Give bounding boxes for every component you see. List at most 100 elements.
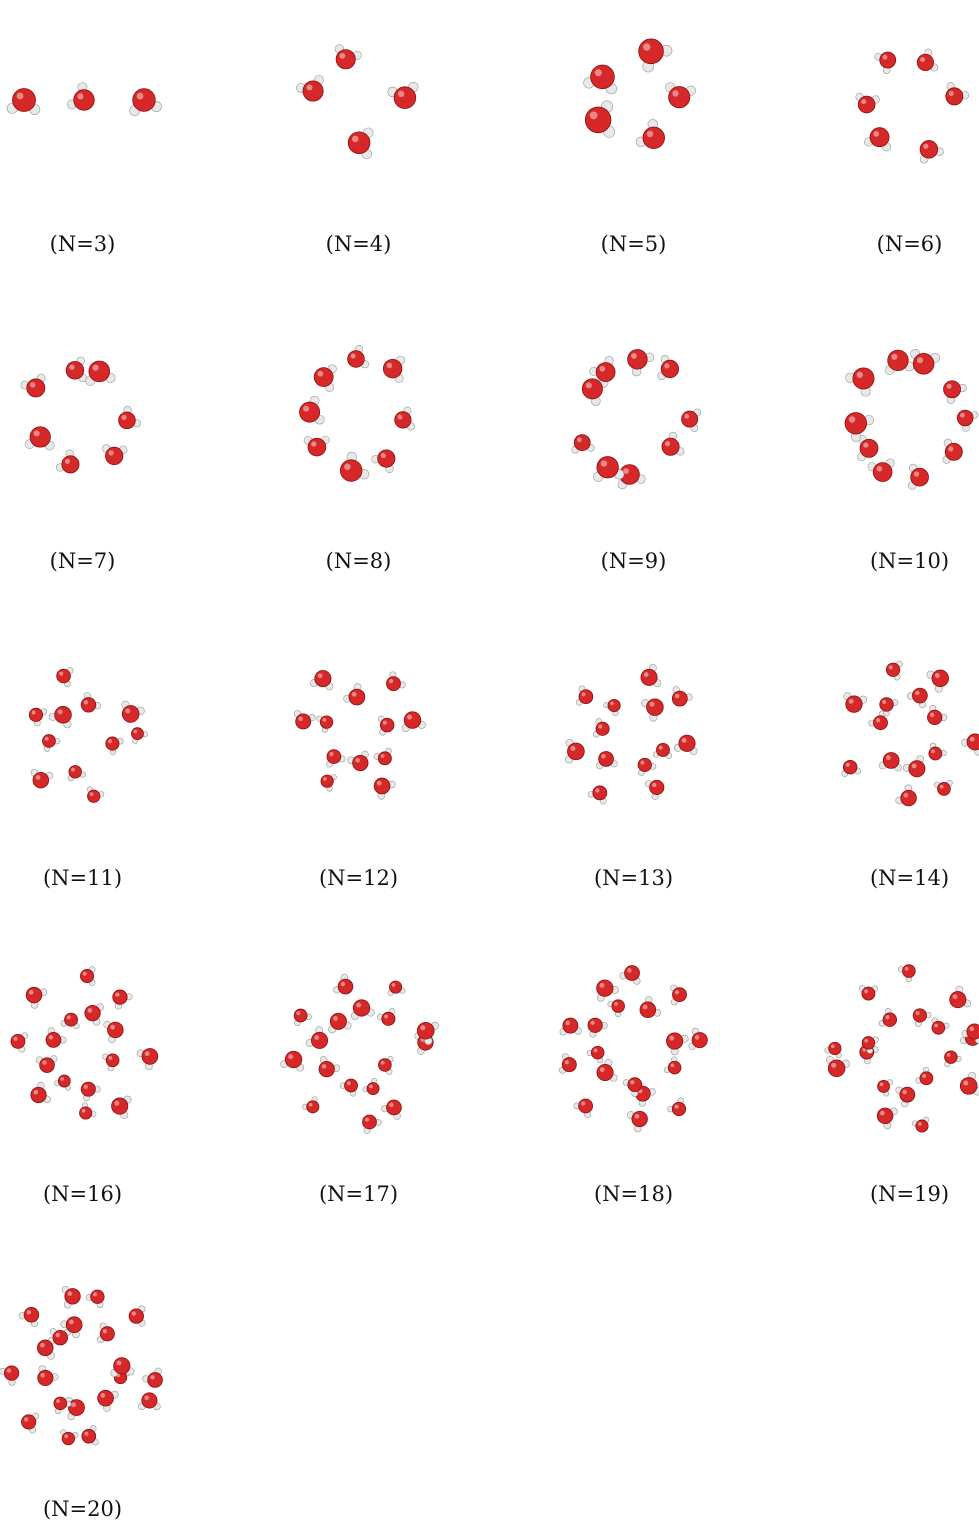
oxygen-highlight — [646, 130, 654, 138]
water-molecule — [37, 1365, 59, 1387]
oxygen-highlight — [585, 382, 592, 389]
oxygen-highlight — [71, 1402, 77, 1408]
water-molecule — [949, 985, 972, 1009]
oxygen-highlight — [397, 414, 403, 420]
water-molecule — [906, 687, 928, 709]
water-molecule — [347, 344, 370, 369]
oxygen-highlight — [13, 1036, 18, 1042]
oxygen-atom-icon — [845, 695, 863, 713]
oxygen-highlight — [350, 353, 356, 359]
water-molecule — [80, 1081, 101, 1102]
oxygen-highlight — [672, 90, 679, 97]
oxygen-highlight — [323, 777, 327, 781]
oxygen-atom-icon — [587, 1017, 603, 1033]
water-molecule — [681, 408, 702, 432]
oxygen-highlight — [389, 1102, 394, 1108]
oxygen-highlight — [920, 57, 926, 63]
oxygen-highlight — [694, 1035, 700, 1040]
oxygen-atom-icon — [118, 411, 136, 430]
water-molecule — [639, 996, 662, 1019]
oxygen-highlight — [960, 412, 965, 418]
water-molecule — [637, 757, 657, 776]
oxygen-atom-icon — [113, 1357, 131, 1375]
oxygen-highlight — [44, 736, 49, 741]
oxygen-atom-icon — [57, 1074, 71, 1088]
oxygen-highlight — [946, 1053, 951, 1057]
water-molecule — [49, 1328, 72, 1346]
oxygen-atom-icon — [373, 777, 391, 795]
water-molecule — [56, 667, 74, 688]
oxygen-atom-icon — [99, 1326, 115, 1342]
water-molecule — [136, 1048, 159, 1071]
oxygen-atom-icon — [656, 743, 670, 757]
oxygen-highlight — [71, 767, 75, 772]
cluster-label-n20: (N=20) — [42, 1497, 123, 1521]
oxygen-atom-icon — [561, 1057, 577, 1073]
oxygen-atom-icon — [21, 1414, 37, 1430]
oxygen-highlight — [885, 1015, 890, 1020]
oxygen-atom-icon — [68, 765, 82, 779]
oxygen-atom-icon — [30, 1086, 47, 1104]
oxygen-highlight — [83, 1084, 88, 1089]
water-molecule — [378, 1056, 394, 1075]
oxygen-atom-icon — [52, 1329, 68, 1346]
oxygen-atom-icon — [80, 697, 97, 713]
oxygen-highlight — [610, 701, 614, 706]
oxygen-highlight — [581, 692, 586, 697]
water-molecule — [845, 367, 875, 397]
oxygen-highlight — [634, 1113, 640, 1119]
water-molecule — [84, 1003, 104, 1026]
cluster-label-n12: (N=12) — [318, 866, 399, 890]
water-molecule — [640, 664, 662, 688]
oxygen-highlight — [64, 458, 71, 464]
oxygen-highlight — [364, 1117, 370, 1122]
oxygen-atom-icon — [403, 711, 422, 729]
oxygen-atom-icon — [284, 1050, 303, 1069]
water-molecule — [309, 670, 334, 691]
water-molecule — [592, 718, 610, 738]
oxygen-atom-icon — [885, 662, 901, 677]
oxygen-highlight — [599, 982, 605, 988]
water-molecule — [373, 777, 396, 800]
water-molecule — [943, 380, 967, 404]
oxygen-highlight — [643, 672, 649, 677]
oxygen-atom-icon — [23, 1307, 40, 1323]
oxygen-highlight — [923, 143, 929, 149]
cluster-panel-n7: (N=7) — [0, 317, 165, 573]
cluster-panel-n17: (N=17) — [276, 950, 441, 1206]
oxygen-atom-icon — [111, 1097, 129, 1115]
oxygen-atom-icon — [578, 1098, 594, 1114]
oxygen-highlight — [598, 724, 603, 729]
oxygen-highlight — [623, 468, 630, 474]
oxygen-atom-icon — [56, 668, 71, 684]
oxygen-highlight — [916, 357, 924, 364]
cluster-label-n5: (N=5) — [600, 232, 667, 256]
oxygen-atom-icon — [902, 964, 916, 978]
oxygen-atom-icon — [607, 698, 621, 713]
oxygen-atom-icon — [306, 1100, 320, 1114]
oxygen-atom-icon — [861, 1036, 876, 1050]
water-molecule — [928, 742, 947, 761]
water-molecule — [902, 755, 926, 778]
water-molecule — [377, 715, 395, 736]
oxygen-highlight — [599, 1067, 605, 1073]
oxygen-atom-icon — [141, 1392, 158, 1409]
water-molecule — [53, 1396, 72, 1415]
oxygen-highlight — [386, 362, 393, 369]
water-molecule — [295, 74, 324, 102]
cluster-n9-structure — [571, 349, 702, 490]
oxygen-highlight — [564, 1060, 569, 1065]
oxygen-atom-icon — [861, 986, 876, 1001]
cluster-panel-n13: (N=13) — [551, 634, 716, 890]
oxygen-atom-icon — [915, 1119, 929, 1133]
water-molecule — [657, 355, 680, 381]
oxygen-atom-icon — [73, 89, 95, 111]
oxygen-highlight — [589, 111, 598, 120]
cluster-panel-n20: (N=20) — [0, 1265, 165, 1521]
cluster-label-n9: (N=9) — [600, 549, 667, 573]
water-molecule — [129, 88, 162, 116]
oxygen-atom-icon — [596, 979, 614, 997]
oxygen-atom-icon — [80, 969, 95, 984]
oxygen-highlight — [306, 84, 313, 91]
oxygen-atom-icon — [945, 87, 964, 106]
